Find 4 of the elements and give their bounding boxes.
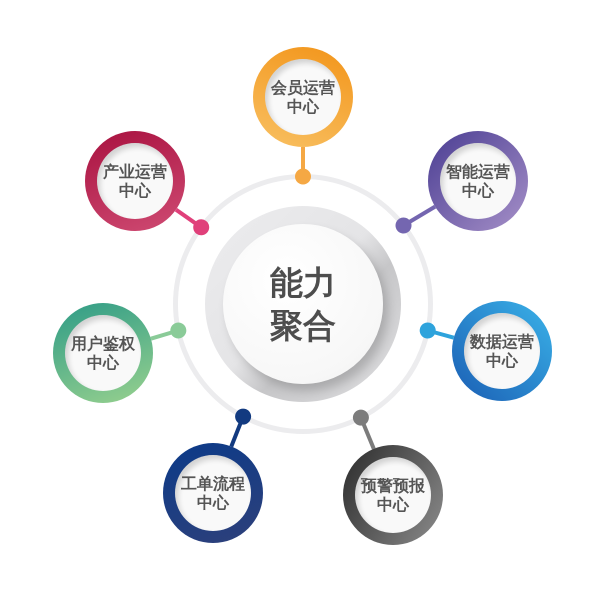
hub-ring bbox=[173, 174, 433, 434]
connector-line bbox=[150, 322, 186, 341]
connector-line bbox=[229, 408, 252, 448]
center-circle: 能力聚合 bbox=[223, 224, 383, 384]
